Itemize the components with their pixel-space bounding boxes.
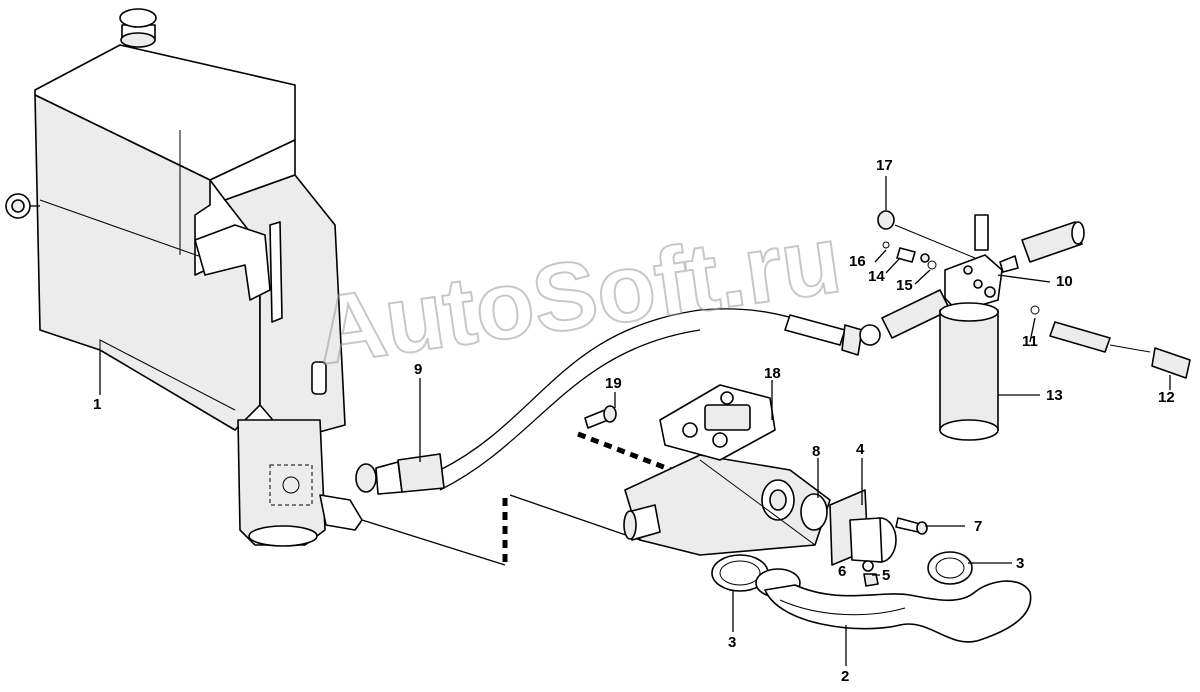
washer-6 xyxy=(862,560,874,572)
callout-6: 6 xyxy=(838,563,846,580)
callout-15: 15 xyxy=(896,277,913,294)
callout-18: 18 xyxy=(764,365,781,382)
callout-11: 11 xyxy=(1022,333,1038,350)
connecting-lines xyxy=(361,308,821,568)
flange-4 xyxy=(829,489,897,566)
return-filter-assembly xyxy=(784,210,1191,441)
callout-1: 1 xyxy=(93,396,101,413)
bolt-19 xyxy=(584,405,617,429)
hydraulic-tank xyxy=(5,8,363,547)
watermark: AutoSoft.ru xyxy=(309,206,847,385)
callout-19: 19 xyxy=(605,375,622,392)
callout-3-b: 3 xyxy=(1016,555,1024,572)
callout-12: 12 xyxy=(1158,389,1175,406)
callout-13: 13 xyxy=(1046,387,1063,404)
bolt-7 xyxy=(895,517,928,535)
leader-lines xyxy=(99,176,1171,666)
o-ring-8 xyxy=(800,493,828,531)
hose-fitting-9 xyxy=(355,453,445,495)
callout-8: 8 xyxy=(812,443,820,460)
nut-5 xyxy=(863,573,879,587)
callout-2: 2 xyxy=(841,668,849,685)
callout-14: 14 xyxy=(868,268,885,285)
callout-labels: 1 2 3 3 3 4 5 6 7 8 9 10 11 12 13 14 15 … xyxy=(93,157,1175,685)
callout-4: 4 xyxy=(856,441,865,458)
suction-hose-2 xyxy=(764,580,1032,643)
callout-17: 17 xyxy=(876,157,893,174)
callout-10: 10 xyxy=(1056,273,1073,290)
hydraulic-pump xyxy=(623,384,831,556)
callout-9: 9 xyxy=(414,361,422,378)
callout-7: 7 xyxy=(974,518,982,535)
callout-16: 16 xyxy=(849,253,866,270)
callout-3-a: 3 xyxy=(728,634,736,651)
callout-5: 5 xyxy=(882,567,890,584)
hose-clamp-3-left xyxy=(711,554,769,592)
hose-clamp-3-right xyxy=(927,551,973,585)
